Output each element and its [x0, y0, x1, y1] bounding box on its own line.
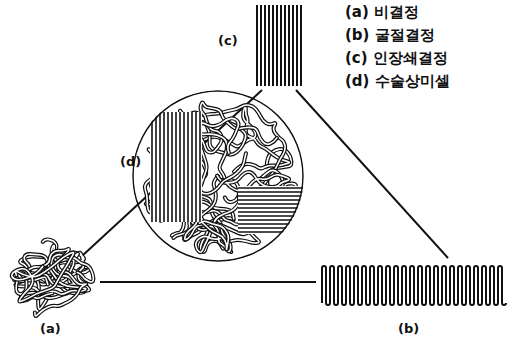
triangle-side — [296, 90, 448, 258]
amorphous-tangle — [12, 239, 94, 316]
micelle-line — [238, 191, 304, 193]
chain-line — [276, 5, 278, 86]
micelle-line — [167, 112, 169, 222]
chain-line — [296, 5, 298, 86]
micelle-line — [171, 112, 173, 222]
figure-label: (c) — [218, 34, 238, 48]
chain-line — [264, 5, 266, 86]
key-text: (c) 인장쇄결정 — [345, 50, 448, 67]
micelle-line — [175, 112, 177, 222]
chain-line — [268, 5, 270, 86]
micelle-line — [238, 223, 304, 225]
triangle-side — [100, 281, 316, 283]
figure-label: (a) — [40, 322, 61, 336]
chain-outline — [16, 249, 86, 316]
micelle-line — [238, 199, 304, 201]
micelle-line — [187, 112, 189, 222]
fringed-micelle — [133, 91, 304, 261]
chain-line — [292, 5, 294, 86]
micelle-line — [238, 187, 304, 189]
micelle-line — [238, 195, 304, 197]
micelle-line — [179, 112, 181, 222]
figure-label: (b) — [398, 322, 419, 336]
key-text: (a) 비결정 — [345, 4, 419, 21]
micelle-boundary — [133, 91, 303, 261]
chain-core — [12, 252, 74, 301]
folded-chain — [322, 266, 506, 305]
micelle-line — [238, 231, 304, 233]
key-text: (b) 굴절결정 — [345, 27, 435, 44]
micelle-line — [199, 112, 201, 222]
micelle-line — [238, 207, 304, 209]
chain-line — [272, 5, 274, 86]
chain-line — [288, 5, 290, 86]
figure-label: (d) — [120, 155, 141, 169]
chain-line — [280, 5, 282, 86]
chain-line — [300, 5, 302, 86]
chain-outline — [12, 252, 74, 301]
micelle-ground — [150, 112, 202, 222]
micelle-line — [163, 112, 165, 222]
extended-chain-crystal — [257, 5, 301, 86]
folded-chain-crystal — [322, 266, 506, 305]
micelle-line — [238, 203, 304, 205]
micelle-line — [151, 112, 153, 222]
micelle-line — [155, 112, 157, 222]
chain-core — [16, 249, 86, 316]
chain-line — [260, 5, 262, 86]
micelle-line — [159, 112, 161, 222]
chain-line — [284, 5, 286, 86]
micelle-line — [191, 112, 193, 222]
micelle-line — [238, 227, 304, 229]
micelle-line — [238, 219, 304, 221]
key-text: (d) 수술상미셀 — [345, 73, 450, 90]
chain-line — [256, 5, 258, 86]
micelle-line — [183, 112, 185, 222]
micelle-line — [195, 112, 197, 222]
micelle-ground — [238, 186, 300, 234]
